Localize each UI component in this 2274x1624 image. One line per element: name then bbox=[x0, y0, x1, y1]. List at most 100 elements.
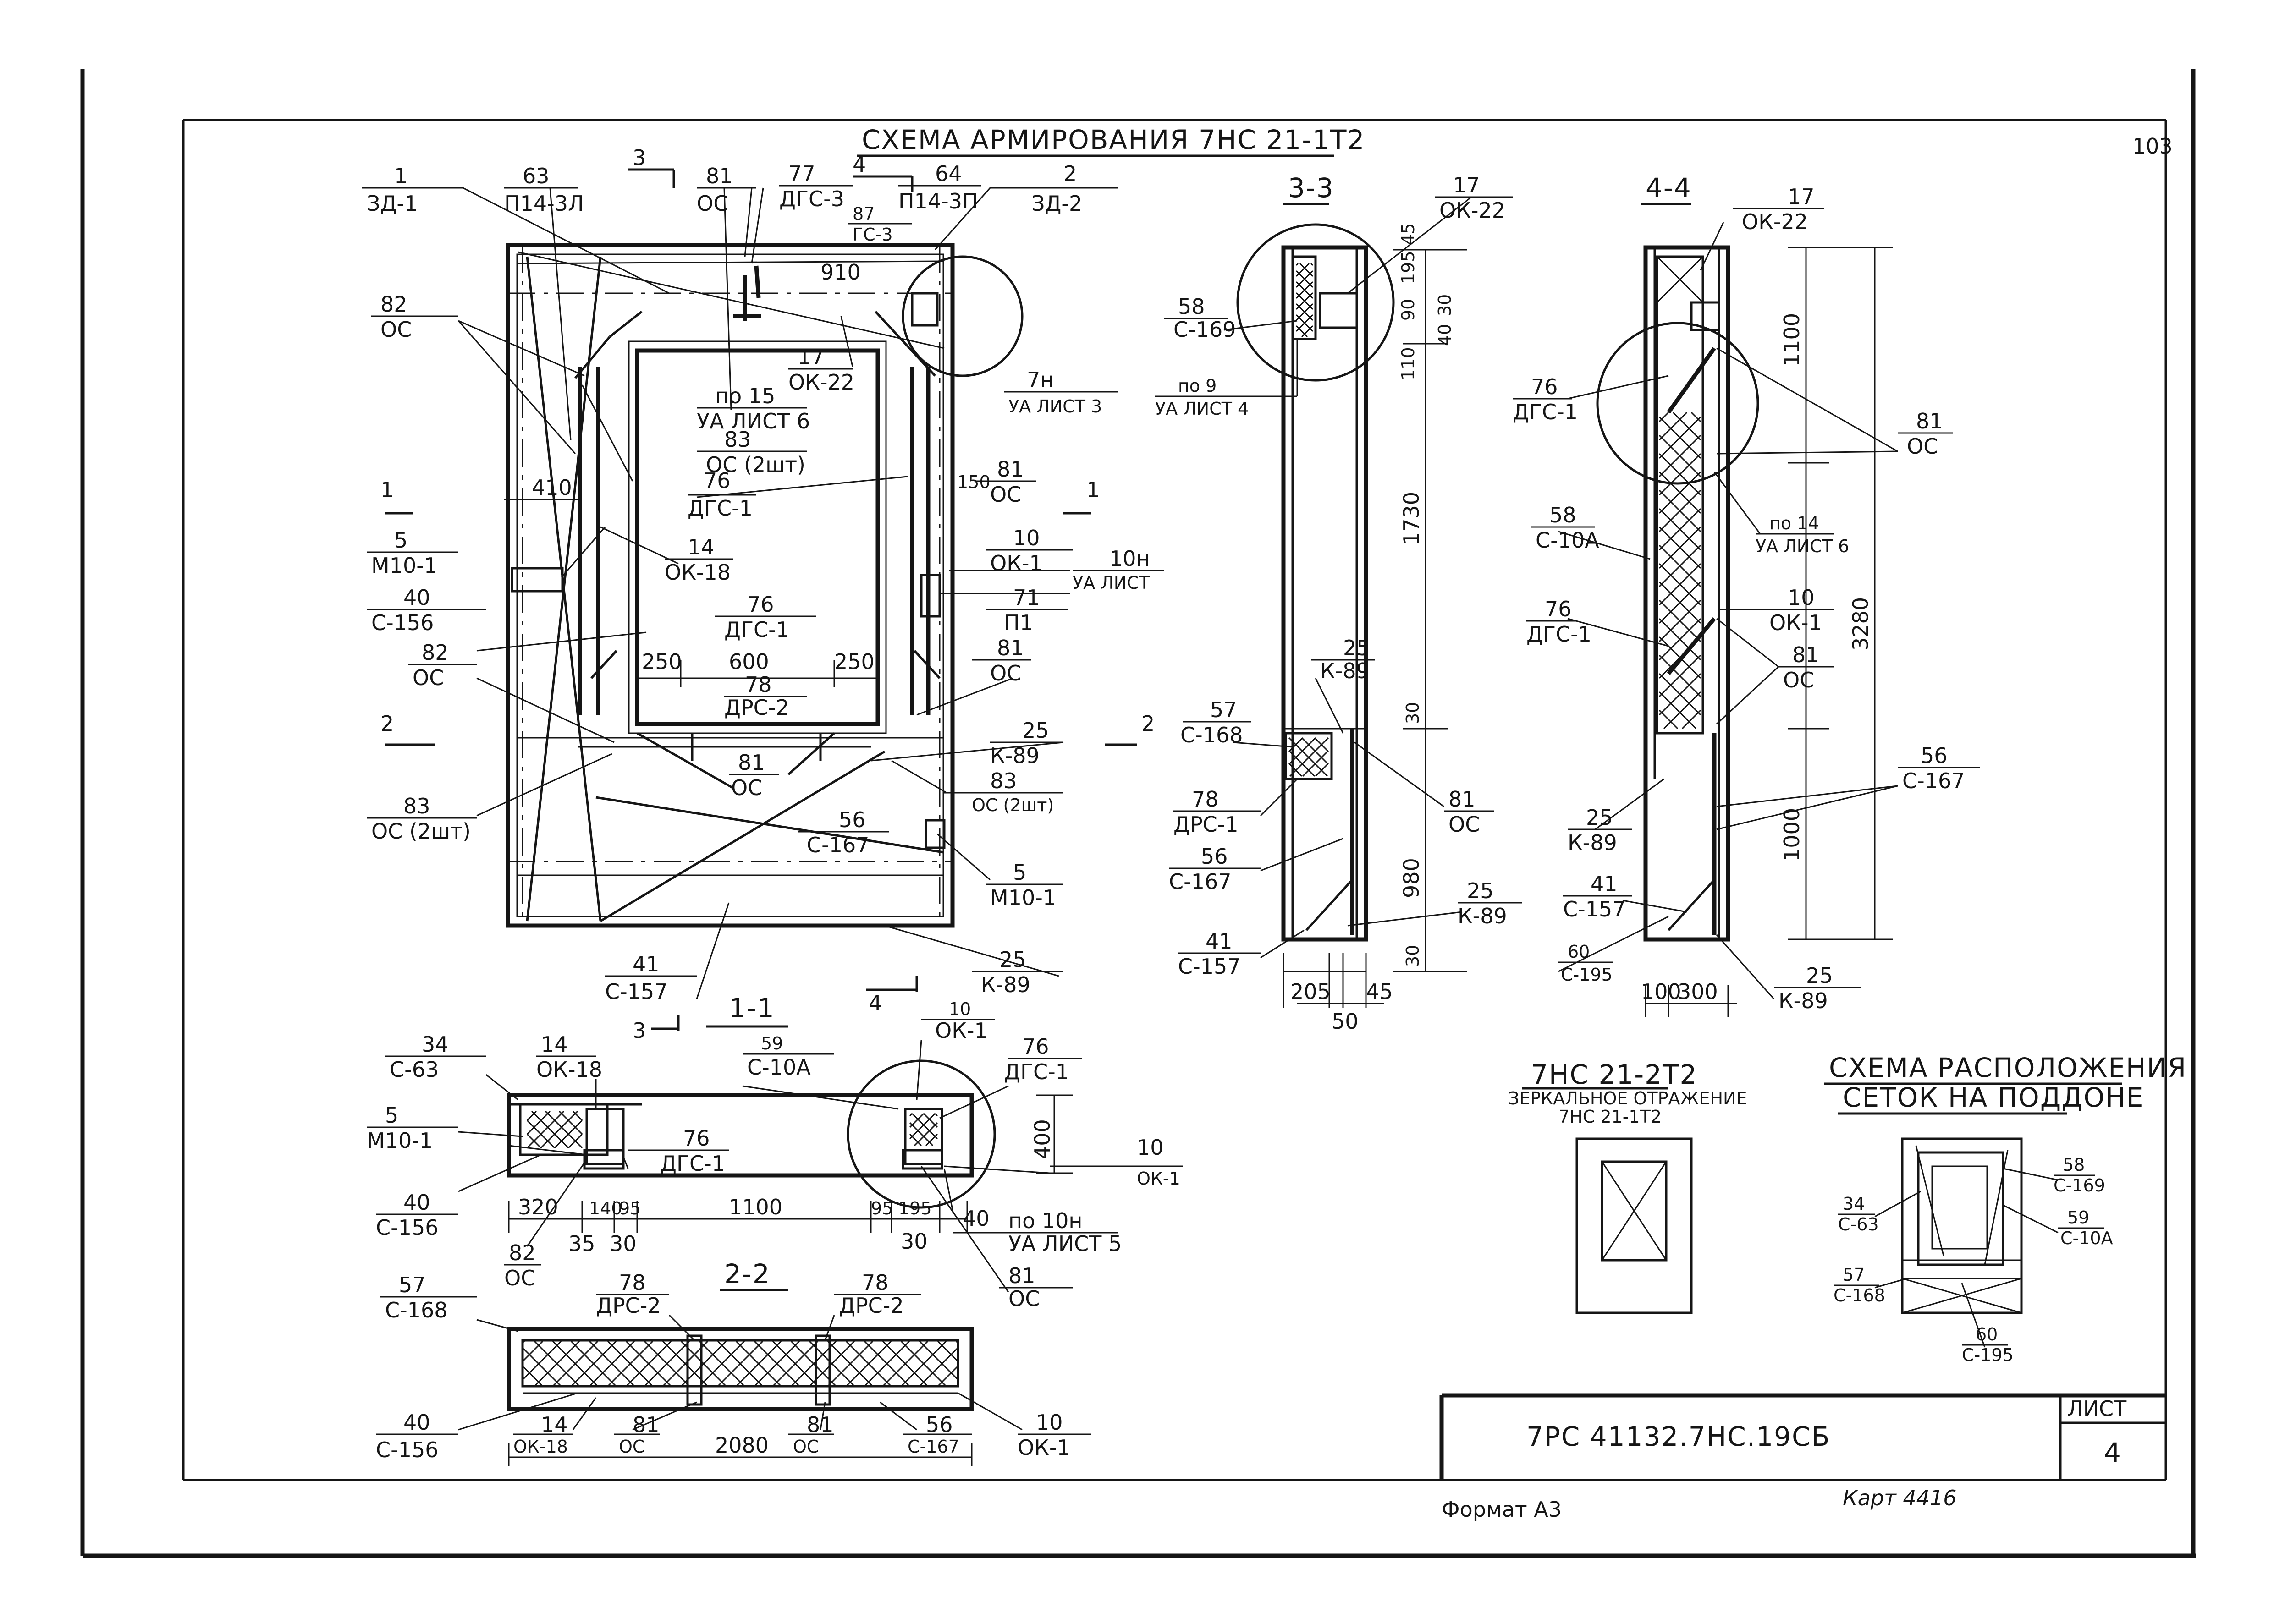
s22-callout-78a-bottom: ДРС-2 bbox=[596, 1293, 661, 1318]
callout-po15-top: по 15 bbox=[715, 384, 775, 408]
callout-77-bottom: ДГС-3 bbox=[779, 187, 844, 211]
callout-87-bottom: ГС-3 bbox=[853, 225, 893, 245]
s44-callout-56-bottom: С-167 bbox=[1902, 768, 1965, 793]
s44-callout-25b-top: 25 bbox=[1806, 963, 1833, 988]
insulation-hatch-4-4 bbox=[1658, 411, 1701, 730]
s33-dim-30c: 30 bbox=[1403, 945, 1423, 967]
s44-dim-3280: 3280 bbox=[1848, 597, 1873, 651]
s11-callout-59-top: 59 bbox=[761, 1033, 783, 1053]
callout-83b-bottom: ОС (2шт) bbox=[972, 795, 1054, 815]
callout-71-bottom: П1 bbox=[1004, 610, 1033, 635]
section-2-2: 2-2 2080 57 С-168 78 ДРС-2 78 ДРС-2 40 С… bbox=[376, 1258, 1091, 1466]
s11-dim-95b: 95 bbox=[871, 1198, 893, 1218]
s11-callout-76a-top: 76 bbox=[1022, 1034, 1049, 1059]
callout-1-bottom: ЗД-1 bbox=[367, 191, 418, 216]
callout-64-bottom: П14-3П bbox=[898, 189, 978, 214]
main-title: СХЕМА АРМИРОВАНИЯ 7НС 21-1Т2 bbox=[862, 124, 1365, 155]
s44-callout-58-top: 58 bbox=[1549, 503, 1576, 527]
s44-callout-25a-bottom: К-89 bbox=[1568, 830, 1617, 855]
drawing-code: 7РС 41132.7НС.19СБ bbox=[1526, 1421, 1830, 1452]
pallet-callout-57-bottom: С-168 bbox=[1834, 1285, 1885, 1306]
s44-callout-76a-top: 76 bbox=[1531, 374, 1558, 399]
s44-callout-41-top: 41 bbox=[1591, 872, 1618, 896]
s33-callout-17-bottom: ОК-22 bbox=[1439, 198, 1505, 223]
s22-callout-14-bottom: ОК-18 bbox=[513, 1437, 568, 1457]
callout-25a-top: 25 bbox=[1022, 718, 1049, 743]
s33-dim-205: 205 bbox=[1290, 979, 1331, 1004]
section-mark-3-top: 3 bbox=[633, 145, 646, 170]
s11-dim-1100: 1100 bbox=[729, 1195, 782, 1219]
s22-dim-2080: 2080 bbox=[715, 1433, 769, 1458]
s44-callout-60-bottom: С-195 bbox=[1561, 965, 1613, 985]
callout-78a-top: 78 bbox=[745, 672, 772, 697]
callout-5b-top: 5 bbox=[1013, 860, 1026, 885]
s44-callout-76b-bottom: ДГС-1 bbox=[1526, 622, 1591, 647]
s22-callout-56-top: 56 bbox=[926, 1412, 953, 1437]
callout-41a-top: 41 bbox=[633, 952, 660, 977]
s11-callout-59-bottom: С-10А bbox=[747, 1055, 811, 1080]
s22-callout-40-bottom: С-156 bbox=[376, 1437, 439, 1462]
s22-callout-81a-bottom: ОС bbox=[619, 1437, 644, 1457]
section-mark-3-bottom: 3 bbox=[633, 1018, 646, 1043]
s22-callout-14-top: 14 bbox=[541, 1412, 568, 1437]
s22-callout-10-bottom: ОК-1 bbox=[1018, 1435, 1070, 1460]
pallet-callout-58-top: 58 bbox=[2063, 1155, 2085, 1175]
callout-78a-bottom: ДРС-2 bbox=[724, 695, 789, 720]
callout-25b-bottom: К-89 bbox=[981, 972, 1030, 997]
callout-5a-top: 5 bbox=[394, 528, 407, 553]
s11-callout-81-bottom: ОС bbox=[1008, 1286, 1040, 1311]
s33-callout-57-bottom: С-168 bbox=[1180, 723, 1243, 747]
callout-63-bottom: П14-3Л bbox=[504, 191, 584, 216]
s44-callout-25b-bottom: К-89 bbox=[1778, 988, 1828, 1013]
s11-callout-34-bottom: С-63 bbox=[390, 1057, 439, 1082]
section-4-4: 4-4 1100 3280 1000 100 300 bbox=[1513, 172, 1980, 1017]
section-mark-1-right: 1 bbox=[1086, 477, 1100, 502]
insulation-hatch-3-3-bottom bbox=[1288, 737, 1329, 777]
s11-dim-195: 195 bbox=[898, 1198, 932, 1218]
s44-callout-po14-top: по 14 bbox=[1769, 513, 1819, 533]
pallet-callout-59-bottom: С-10А bbox=[2060, 1228, 2113, 1248]
pallet-callout-34-top: 34 bbox=[1843, 1194, 1865, 1214]
s33-callout-56-bottom: С-167 bbox=[1169, 869, 1232, 894]
s33-dim-45b: 45 bbox=[1366, 979, 1393, 1004]
callout-83c-bottom: ОС (2шт) bbox=[371, 819, 471, 844]
front-callouts: 1 ЗД-1 63 П14-3Л 81 ОС 77 ДГС-3 87 ГС-3 … bbox=[362, 161, 1164, 1004]
s11-callout-10a-bottom: ОК-1 bbox=[935, 1018, 988, 1043]
callout-40a-top: 40 bbox=[403, 585, 430, 610]
callout-56a-bottom: С-167 bbox=[807, 833, 870, 857]
section-1-1-title: 1-1 bbox=[729, 993, 775, 1024]
s11-callout-14-top: 14 bbox=[541, 1032, 568, 1057]
s11-callout-82-top: 82 bbox=[509, 1240, 536, 1265]
sheet-number: 103 bbox=[2132, 134, 2173, 159]
callout-10n-top: 10н bbox=[1109, 546, 1150, 571]
front-dimensions: 910 410 150 250 600 250 bbox=[504, 260, 991, 687]
s44-callout-81a-top: 81 bbox=[1916, 409, 1943, 433]
s44-callout-76b-top: 76 bbox=[1545, 597, 1572, 621]
s22-callout-57-top: 57 bbox=[399, 1273, 426, 1297]
s11-callout-76b-bottom: ДГС-1 bbox=[660, 1151, 725, 1176]
pallet-scheme: СХЕМА РАСПОЛОЖЕНИЯ СЕТОК НА ПОДДОНЕ 58 С… bbox=[1824, 1052, 2186, 1365]
dim-250-right: 250 bbox=[834, 649, 875, 674]
s33-callout-41-top: 41 bbox=[1206, 929, 1233, 954]
s11-callout-5-bottom: М10-1 bbox=[367, 1128, 433, 1153]
callout-7n-bottom: УА ЛИСТ 3 bbox=[1008, 396, 1102, 417]
s33-dim-30b: 30 bbox=[1403, 702, 1423, 724]
s22-callout-10-top: 10 bbox=[1036, 1410, 1063, 1435]
s44-callout-po14-bottom: УА ЛИСТ 6 bbox=[1756, 536, 1849, 556]
s44-callout-76a-bottom: ДГС-1 bbox=[1513, 400, 1578, 424]
s11-callout-82-bottom: ОС bbox=[504, 1266, 535, 1290]
s33-dim-45: 45 bbox=[1398, 223, 1418, 245]
callout-17a-bottom: ОК-22 bbox=[788, 370, 854, 395]
s44-dim-300: 300 bbox=[1678, 979, 1718, 1004]
callout-71-top: 71 bbox=[1013, 585, 1040, 610]
callout-40a-bottom: С-156 bbox=[371, 610, 434, 635]
pallet-callout-57-top: 57 bbox=[1843, 1265, 1865, 1285]
s33-callout-25a-top: 25 bbox=[1343, 636, 1370, 660]
s33-dim-195: 195 bbox=[1398, 251, 1418, 284]
s33-callout-po9-bottom: УА ЛИСТ 4 bbox=[1155, 399, 1249, 419]
callout-1-top: 1 bbox=[394, 164, 407, 188]
s44-callout-25a-top: 25 bbox=[1586, 805, 1613, 830]
callout-po15-bottom: УА ЛИСТ 6 bbox=[697, 409, 810, 433]
section-mark-2-left: 2 bbox=[380, 711, 394, 736]
